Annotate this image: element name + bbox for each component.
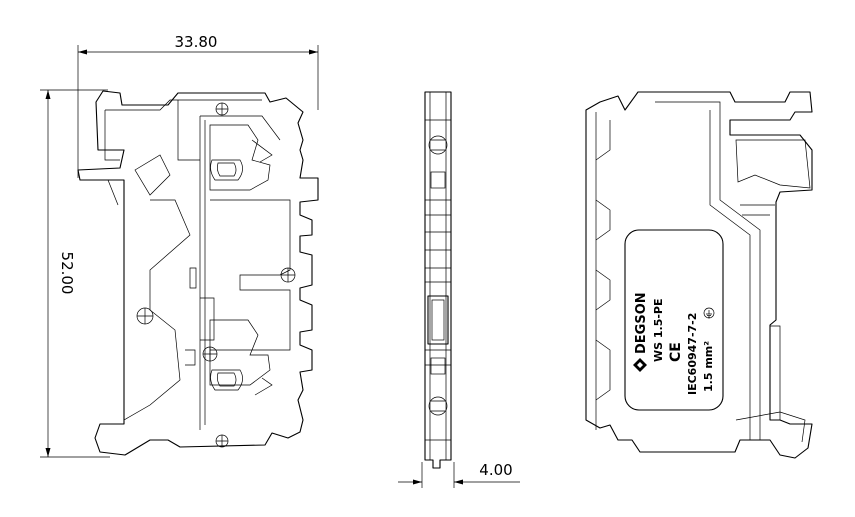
width-dimension: 33.80	[77, 33, 319, 178]
model-number: WS 1.5-PE	[652, 298, 665, 362]
section-view	[77, 90, 319, 456]
thickness-dimension-label: 4.00	[479, 461, 512, 479]
label-plate	[624, 229, 724, 411]
ground-symbol-icon	[703, 307, 715, 319]
width-dimension-label: 33.80	[175, 33, 218, 51]
height-dimension-label: 52.00	[58, 252, 76, 295]
cross-section: 1.5 mm²	[702, 341, 715, 392]
ce-mark: CE	[668, 342, 684, 362]
brand-name: DEGSON	[634, 292, 649, 354]
front-view	[585, 91, 813, 459]
product-label: DEGSON WS 1.5-PE CE IEC60947-7-2 1.5 mm²	[633, 292, 715, 395]
degson-logo-icon	[633, 358, 647, 372]
height-dimension: 52.00	[40, 89, 110, 458]
side-view	[424, 91, 452, 469]
standard-code: IEC60947-7-2	[686, 313, 699, 395]
thickness-dimension: 4.00	[398, 461, 520, 488]
